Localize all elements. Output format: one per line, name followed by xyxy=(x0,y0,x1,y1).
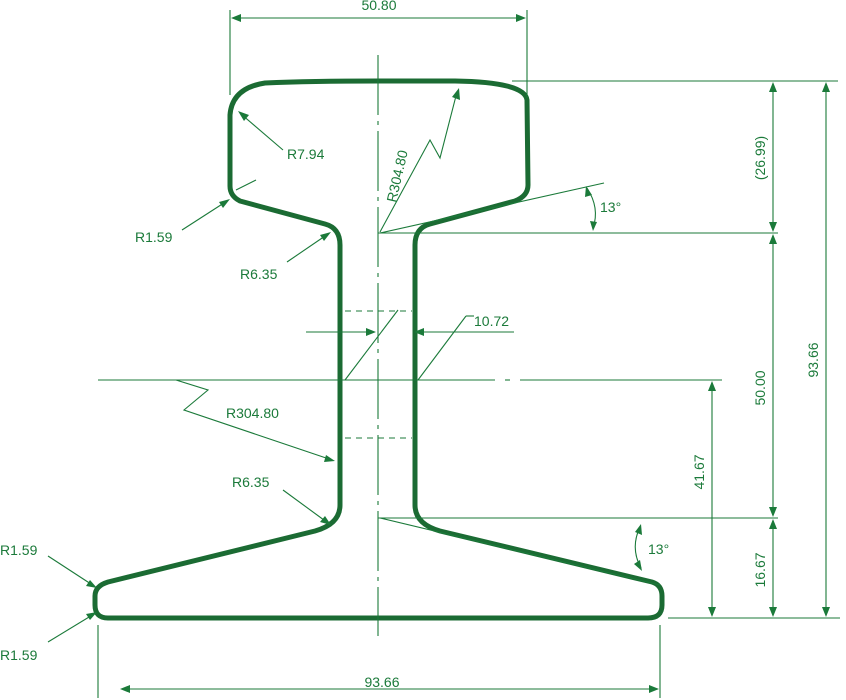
head-corner-radius-arrow xyxy=(238,111,249,121)
web-height-arrow-bottom xyxy=(769,507,777,517)
base-top-corner-radius-arrow xyxy=(86,580,97,588)
head-lower-corner-tick xyxy=(235,179,257,191)
head-height-label: (26.99) xyxy=(752,136,768,180)
head-lower-corner-radius-leader xyxy=(181,200,228,231)
head-width-arrow-right xyxy=(516,14,526,22)
base-height-arrow-top xyxy=(769,519,777,529)
neutral-axis-arrow-top xyxy=(708,381,716,391)
head-height-arrow-bottom xyxy=(769,222,777,232)
base-top-corner-radius-leader xyxy=(47,555,95,587)
head-crown-radius-leader xyxy=(379,91,458,233)
total-height-arrow-top xyxy=(822,82,830,92)
head-angle-label: 13° xyxy=(600,199,621,215)
head-angle-arrow-top xyxy=(585,186,592,197)
base-bottom-corner-radius-label: R1.59 xyxy=(0,647,38,663)
base-height-arrow-bottom xyxy=(769,607,777,617)
web-thickness-label: 10.72 xyxy=(474,313,509,329)
head-height-arrow-top xyxy=(769,82,777,92)
web-height-arrow-top xyxy=(769,234,777,244)
neutral-axis-arrow-bottom xyxy=(708,607,716,617)
web-thickness-diagonal-left xyxy=(344,309,399,381)
upper-fillet-radius-arrow xyxy=(320,232,331,241)
base-top-corner-radius-label: R1.59 xyxy=(0,542,38,558)
web-side-radius-leader xyxy=(175,379,333,461)
head-corner-radius-label: R7.94 xyxy=(287,146,325,162)
lower-fillet-radius-label: R6.35 xyxy=(232,474,270,490)
head-width-label: 50.80 xyxy=(361,0,396,13)
web-height-label: 50.00 xyxy=(752,370,768,405)
base-width-label: 93.66 xyxy=(364,674,399,690)
base-angle-arrow-bottom xyxy=(634,560,642,571)
base-width-arrow-right xyxy=(649,685,659,693)
head-lower-corner-radius-arrow xyxy=(219,199,230,208)
base-bottom-corner-radius-leader xyxy=(47,613,95,643)
base-bottom-corner-radius-arrow xyxy=(86,612,97,620)
head-width-arrow-left xyxy=(231,14,241,22)
web-thickness-arrow-right xyxy=(414,328,424,336)
base-angle-label: 13° xyxy=(648,541,669,557)
web-side-radius-arrow xyxy=(324,455,335,462)
head-angle-arrow-bottom xyxy=(590,221,597,231)
lower-fillet-radius-leader xyxy=(282,489,329,524)
web-thickness-arrow-left xyxy=(366,328,376,336)
head-lower-corner-radius-label: R1.59 xyxy=(135,229,173,245)
base-width-arrow-left xyxy=(120,685,130,693)
head-crown-radius-label: R304.80 xyxy=(383,148,411,203)
lower-fillet-radius-arrow xyxy=(320,516,331,525)
head-crown-radius-arrow xyxy=(452,88,460,100)
neutral-axis-height-label: 41.67 xyxy=(691,454,707,489)
base-angle-line xyxy=(379,517,661,586)
upper-fillet-radius-leader xyxy=(286,233,329,263)
base-height-label: 16.67 xyxy=(752,552,768,587)
head-corner-radius-leader xyxy=(240,113,284,151)
head-angle-line xyxy=(379,182,605,234)
base-angle-arrow-top xyxy=(635,524,642,535)
upper-fillet-radius-label: R6.35 xyxy=(240,266,278,282)
total-height-arrow-bottom xyxy=(822,607,830,617)
web-thickness-label-leader xyxy=(417,315,467,381)
web-side-radius-label: R304.80 xyxy=(226,405,279,421)
total-height-label: 93.66 xyxy=(805,342,821,377)
